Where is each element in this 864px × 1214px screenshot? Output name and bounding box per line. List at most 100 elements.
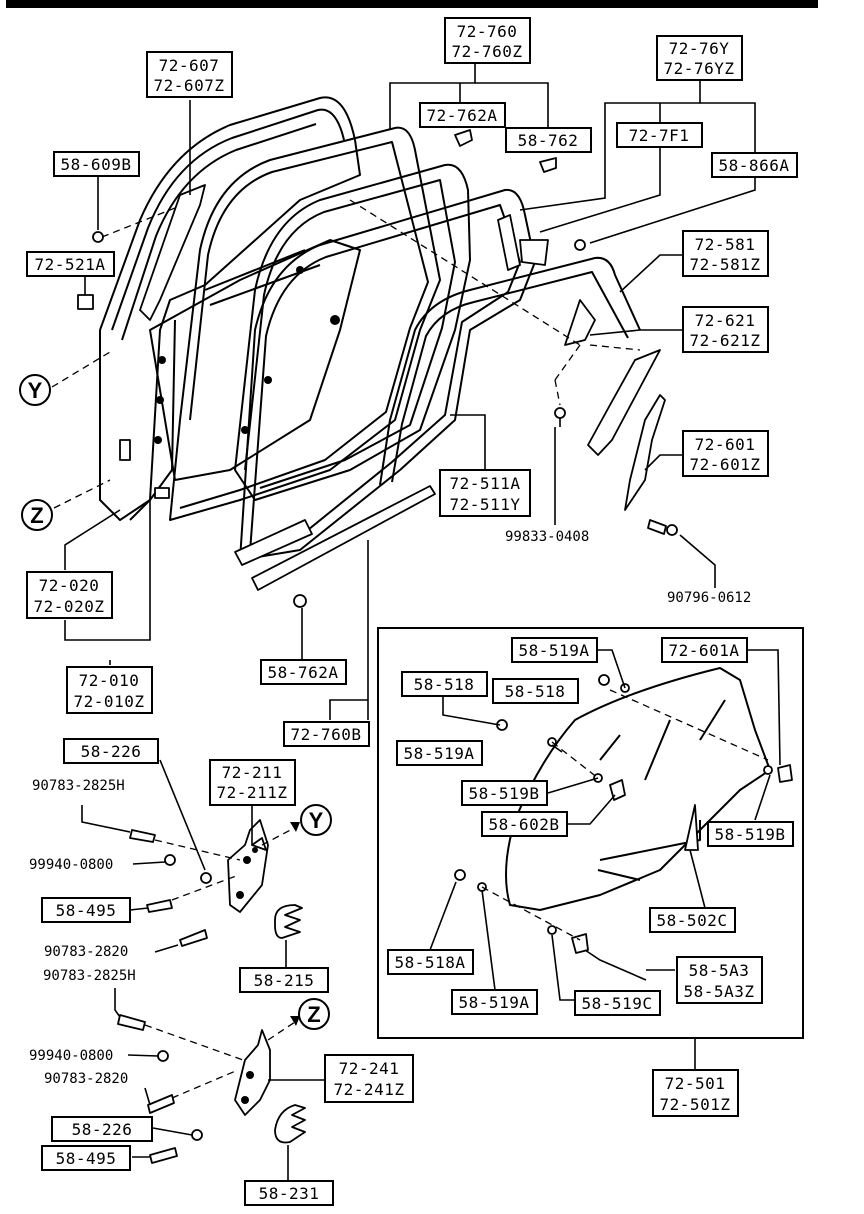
label-72-521A: 72-521A	[26, 251, 115, 277]
label-58-495-top: 58-495	[41, 897, 131, 923]
label-58-519B-left: 58-519B	[461, 780, 548, 806]
label-58-518A: 58-518A	[387, 949, 474, 975]
label-72-010: 72-010 72-010Z	[66, 666, 153, 714]
clip-72-762A	[454, 129, 473, 147]
bolt-90796-0612	[647, 519, 678, 536]
label-99833-0408: 99833-0408	[505, 529, 589, 545]
svg-text:72-511Y: 72-511Y	[450, 495, 521, 514]
label-72-621: 72-621 72-621Z	[682, 306, 769, 353]
clip-72-521A	[77, 294, 94, 310]
screw-99833-0408	[554, 407, 566, 427]
svg-text:58-519B: 58-519B	[469, 784, 540, 803]
label-72-581: 72-581 72-581Z	[682, 230, 769, 277]
label-72-020: 72-020 72-020Z	[26, 571, 113, 619]
hinge-spacer-58-215	[274, 904, 303, 939]
label-90783-2820-b: 90783-2820	[44, 1071, 128, 1087]
svg-text:Z: Z	[30, 503, 43, 528]
label-72-511A: 72-511A 72-511Y	[439, 469, 531, 517]
leaders-upper	[64, 63, 756, 720]
svg-text:58-519A: 58-519A	[459, 993, 530, 1012]
label-72-601: 72-601 72-601Z	[682, 430, 769, 477]
svg-text:72-241: 72-241	[339, 1059, 400, 1078]
svg-text:58-231: 58-231	[259, 1184, 320, 1203]
label-72-7F1: 72-7F1	[616, 122, 703, 148]
lower-hinge-72-241	[234, 1029, 271, 1116]
svg-text:72-7F1: 72-7F1	[629, 126, 690, 145]
label-58-231: 58-231	[244, 1180, 334, 1206]
label-90796-0612: 90796-0612	[667, 590, 751, 606]
svg-text:58-519C: 58-519C	[582, 994, 653, 1013]
label-72-760: 72-760 72-760Z	[444, 17, 531, 64]
label-58-519A-mid: 58-519A	[396, 740, 483, 766]
svg-text:72-020: 72-020	[39, 576, 100, 595]
svg-text:72-020Z: 72-020Z	[34, 597, 105, 616]
svg-text:72-607: 72-607	[159, 56, 220, 75]
screw-58-609B	[92, 231, 104, 243]
label-72-501: 72-501 72-501Z	[652, 1069, 739, 1117]
rear-sash-72-601	[624, 394, 666, 511]
label-58-495-bot: 58-495	[41, 1145, 131, 1171]
svg-text:58-762A: 58-762A	[268, 663, 339, 682]
label-58-519C: 58-519C	[574, 990, 661, 1016]
label-72-76Y: 72-76Y 72-76YZ	[656, 35, 743, 81]
weatherstrip-72-511A	[239, 188, 536, 561]
svg-text:58-495: 58-495	[56, 1149, 117, 1168]
svg-text:72-501Z: 72-501Z	[660, 1095, 731, 1114]
label-72-760B: 72-760B	[283, 721, 370, 747]
svg-text:72-760Z: 72-760Z	[452, 42, 523, 61]
svg-text:58-518: 58-518	[414, 675, 475, 694]
svg-text:72-607Z: 72-607Z	[154, 76, 225, 95]
label-58-226-top: 58-226	[63, 738, 159, 764]
weatherstrip-72-760	[169, 126, 441, 521]
rear-channel-72-621	[564, 299, 596, 346]
svg-text:72-760: 72-760	[457, 22, 518, 41]
label-58-215: 58-215	[239, 967, 329, 993]
svg-text:Y: Y	[28, 378, 43, 403]
label-99940-0800-a: 99940-0800	[29, 857, 113, 873]
strip-72-7F1	[497, 214, 521, 271]
label-72-241: 72-241 72-241Z	[324, 1054, 414, 1103]
upper-hinge-bolts	[129, 829, 212, 947]
svg-text:72-521A: 72-521A	[35, 255, 106, 274]
svg-text:72-581: 72-581	[695, 235, 756, 254]
svg-text:72-601A: 72-601A	[669, 641, 740, 660]
svg-text:72-581Z: 72-581Z	[690, 255, 761, 274]
moulding-72-760B	[251, 485, 436, 591]
marker-y-upper: Y	[19, 374, 51, 406]
door-glass-72-501	[505, 667, 771, 911]
bolt-58-866A	[574, 239, 586, 251]
svg-text:58-519B: 58-519B	[715, 825, 786, 844]
svg-text:58-866A: 58-866A	[719, 156, 790, 175]
svg-text:72-211: 72-211	[222, 763, 283, 782]
label-58-518-b: 58-518	[492, 678, 579, 704]
svg-text:72-211Z: 72-211Z	[217, 783, 288, 802]
label-58-519A-top: 58-519A	[511, 637, 598, 663]
svg-text:72-241Z: 72-241Z	[334, 1080, 405, 1099]
svg-text:72-621: 72-621	[695, 311, 756, 330]
clip-58-762A	[293, 594, 307, 608]
label-58-762: 58-762	[505, 127, 592, 153]
leaders-hinge	[81, 759, 325, 1180]
svg-text:58-762: 58-762	[518, 131, 579, 150]
label-58-518-a: 58-518	[401, 671, 488, 697]
svg-text:58-518A: 58-518A	[395, 953, 466, 972]
label-90783-2825H-a: 90783-2825H	[32, 778, 125, 794]
weatherstrip-72-76Y	[234, 163, 471, 501]
marker-z-lower: Z	[298, 998, 330, 1030]
svg-text:72-010Z: 72-010Z	[74, 692, 145, 711]
svg-text:58-602B: 58-602B	[489, 815, 560, 834]
label-58-519B-right: 58-519B	[707, 821, 794, 847]
svg-text:58-519A: 58-519A	[404, 744, 475, 763]
top-border-bar	[6, 0, 818, 8]
label-72-211: 72-211 72-211Z	[209, 759, 296, 806]
svg-text:58-502C: 58-502C	[657, 911, 728, 930]
svg-text:58-519A: 58-519A	[519, 641, 590, 660]
svg-text:72-621Z: 72-621Z	[690, 331, 761, 350]
svg-text:58-226: 58-226	[72, 1120, 133, 1139]
label-58-866A: 58-866A	[711, 152, 798, 178]
lower-hinge-bolts	[117, 1014, 203, 1164]
door-shell-illustration	[99, 96, 361, 521]
svg-text:58-495: 58-495	[56, 901, 117, 920]
label-90783-2825H-b: 90783-2825H	[43, 968, 136, 984]
